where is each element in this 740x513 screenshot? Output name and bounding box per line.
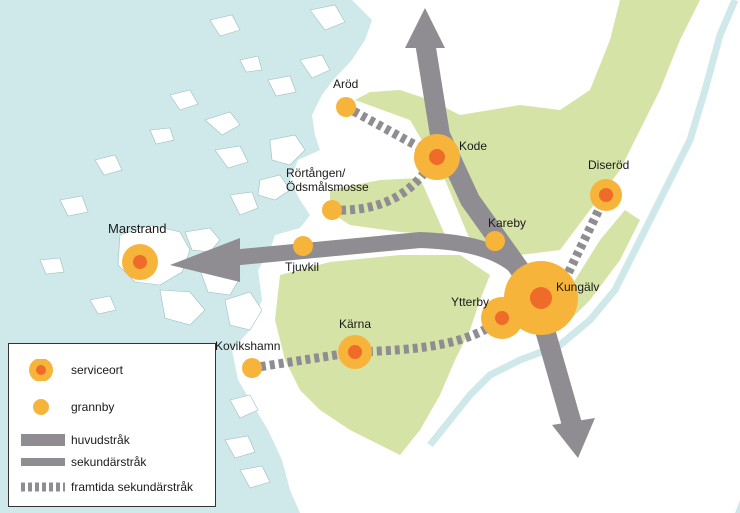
legend-row-grannby: grannby	[9, 396, 215, 418]
label-kungalv: Kungälv	[556, 280, 600, 294]
green-area-north	[355, 0, 700, 265]
green-area-south	[275, 255, 490, 455]
legend-label-grannby: grannby	[71, 400, 115, 414]
label-rortangen: Rörtången/	[286, 166, 346, 180]
serviceort-symbol	[29, 359, 53, 381]
label-kareby: Kareby	[488, 216, 527, 230]
sekundarstrak-symbol	[21, 458, 65, 466]
legend-row-sekundarstrak: sekundärstråk	[9, 451, 215, 473]
arrowhead-south	[552, 418, 595, 458]
kovikshamn-marker	[242, 358, 262, 378]
legend-label-sekundarstrak: sekundärstråk	[71, 455, 147, 469]
service-towns	[122, 134, 622, 369]
label-karna: Kärna	[339, 317, 372, 331]
legend-label-serviceort: serviceort	[71, 363, 124, 377]
label-diserod: Diseröd	[588, 158, 630, 172]
framtida-symbol	[21, 482, 65, 492]
legend-label-framtida: framtida sekundärstråk	[71, 480, 194, 494]
legend-label-huvudstrak: huvudstråk	[71, 433, 130, 447]
huvudstrak-symbol	[21, 434, 65, 446]
river	[427, 0, 739, 448]
label-kode: Kode	[459, 139, 488, 153]
neighbour-villages	[242, 97, 505, 378]
label-ytterby: Ytterby	[451, 295, 490, 309]
arrowhead-west	[170, 238, 240, 282]
label-tjuvkil: Tjuvkil	[285, 260, 320, 274]
legend-row-serviceort: serviceort	[9, 359, 215, 381]
rortangen-marker	[322, 200, 342, 220]
legend-row-framtida: framtida sekundärstråk	[9, 476, 215, 498]
arod-marker	[336, 97, 356, 117]
arrowhead-north	[405, 8, 445, 48]
label-odsmalsmosse: Ödsmålsmosse	[286, 180, 369, 194]
tjuvkil-marker	[293, 236, 313, 256]
legend: serviceort grannby huvudstråk sekundärst…	[8, 343, 216, 507]
label-arod: Aröd	[333, 77, 359, 91]
green-area-west	[330, 178, 445, 235]
legend-row-huvudstrak: huvudstråk	[9, 429, 215, 451]
grannby-symbol	[33, 399, 49, 415]
label-marstrand: Marstrand	[108, 221, 167, 236]
label-kovikshamn: Kovikshamn	[215, 339, 281, 353]
route-kovikshamn-ytterby	[251, 314, 505, 373]
islands	[39, 4, 346, 489]
kareby-marker	[485, 231, 505, 251]
